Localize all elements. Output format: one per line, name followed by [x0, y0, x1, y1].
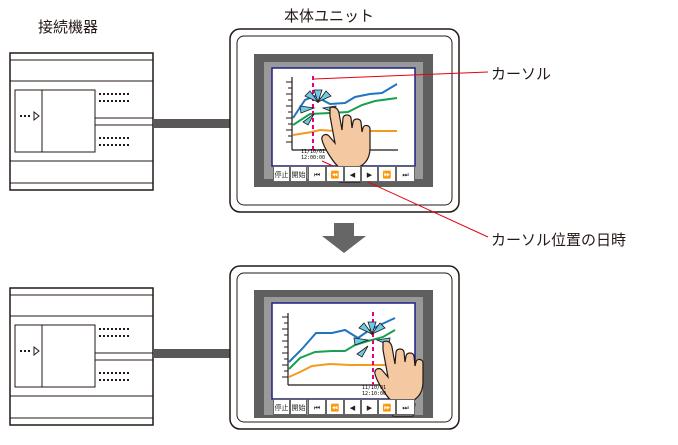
down-arrow: [322, 223, 366, 253]
unit-label: 本体ユニット: [284, 7, 375, 25]
fast-forward-button[interactable]: ⏭: [396, 166, 415, 182]
fast-rewind-button[interactable]: ⏮: [308, 166, 326, 182]
trend-graph-top: [286, 76, 398, 183]
cursor-label: カーソル: [491, 65, 552, 83]
rewind-icon: ⏪: [330, 171, 340, 179]
rewind-button[interactable]: ⏪: [326, 166, 344, 182]
cursor-leader-line: [313, 71, 489, 80]
start-button[interactable]: 開始: [290, 399, 307, 415]
fast-forward-icon: ⏭: [402, 171, 409, 179]
cable-top: [153, 119, 233, 128]
timestamp-time: 12:00:00: [300, 155, 326, 161]
step-back-button[interactable]: ◀: [344, 399, 361, 415]
stop-button[interactable]: 停止: [273, 399, 290, 415]
rewind-button[interactable]: ⏪: [326, 399, 344, 415]
device-label: 接続機器: [38, 18, 99, 36]
timestamp-top: 11/10/01 12:00:00: [296, 149, 330, 161]
fast-rewind-icon: ⏮: [313, 171, 321, 179]
timestamp-bottom: 11/10/01 12:10:00: [357, 385, 391, 397]
toolbar-bottom: 停止 開始 ⏮ ⏪ ◀ ▶ ⏩ ⏭: [273, 399, 415, 415]
connected-device-bottom: [9, 287, 154, 426]
step-forward-icon: ▶: [366, 404, 373, 412]
timestamp-date: 11/10/01: [300, 149, 326, 155]
step-back-icon: ◀: [349, 171, 356, 179]
toolbar-top: 停止 開始 ⏮ ⏪ ◀ ▶ ⏩ ⏭: [273, 166, 415, 182]
step-forward-icon: ▶: [366, 171, 373, 179]
step-back-button[interactable]: ◀: [344, 166, 361, 182]
cable-bottom: [153, 349, 233, 358]
forward-button[interactable]: ⏩: [378, 399, 396, 415]
fast-rewind-icon: ⏮: [313, 404, 321, 412]
connected-device-top: [9, 52, 154, 191]
fast-rewind-button[interactable]: ⏮: [308, 399, 326, 415]
rewind-icon: ⏪: [330, 404, 340, 412]
cursor-datetime-label: カーソル位置の日時: [491, 231, 627, 249]
fast-forward-button[interactable]: ⏭: [396, 399, 415, 415]
start-button[interactable]: 開始: [290, 166, 307, 182]
step-back-icon: ◀: [349, 404, 356, 412]
stop-button[interactable]: 停止: [273, 166, 290, 182]
step-forward-button[interactable]: ▶: [361, 399, 378, 415]
timestamp-date: 11/10/01: [361, 385, 387, 391]
trend-graph-bottom: [282, 312, 424, 417]
forward-icon: ⏩: [382, 171, 392, 179]
forward-button[interactable]: ⏩: [378, 166, 396, 182]
fast-forward-icon: ⏭: [402, 404, 409, 412]
timestamp-time: 12:10:00: [361, 391, 387, 397]
step-forward-button[interactable]: ▶: [361, 166, 378, 182]
forward-icon: ⏩: [382, 404, 392, 412]
